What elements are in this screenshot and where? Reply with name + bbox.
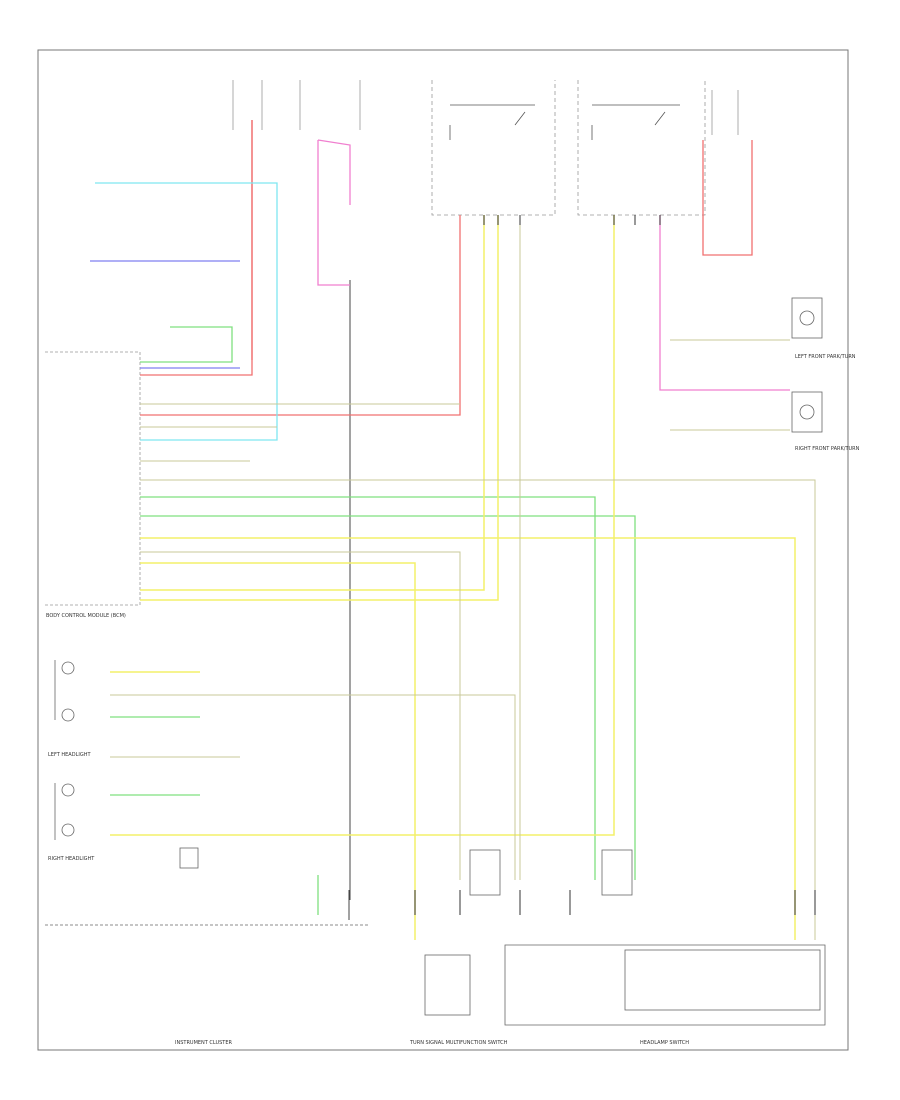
left-headlight-label: LEFT HEADLIGHT [48, 752, 91, 758]
yellow-wires [110, 215, 796, 940]
connector-ticks [414, 215, 816, 915]
red-wires [140, 120, 753, 416]
right-front-park-label: RIGHT FRONT PARK/TURN [795, 446, 860, 452]
right-front-lamps [791, 297, 823, 433]
cyan-wire [95, 182, 278, 441]
blue-wires [90, 260, 240, 369]
headlamp-relay-switches [449, 104, 680, 140]
left-front-park-label: LEFT FRONT PARK/TURN [795, 354, 856, 360]
turn-signal-switch-label: TURN SIGNAL MULTIFUNCTION SWITCH [410, 1040, 508, 1046]
bottom-components [45, 847, 826, 1026]
bcm-label: BODY CONTROL MODULE (BCM) [46, 613, 126, 619]
pink-wires [317, 139, 790, 391]
headlight-lamps [54, 660, 75, 840]
green-wires [110, 326, 636, 915]
diagram-frame [37, 49, 849, 1051]
instrument-cluster-label: INSTRUMENT CLUSTER [175, 1040, 232, 1046]
body-control-module [45, 351, 141, 606]
right-headlight-label: RIGHT HEADLIGHT [48, 856, 95, 862]
olive-wires [110, 215, 816, 940]
top-fuse-block [232, 80, 739, 216]
headlamp-switch-label: HEADLAMP SWITCH [640, 1040, 690, 1046]
